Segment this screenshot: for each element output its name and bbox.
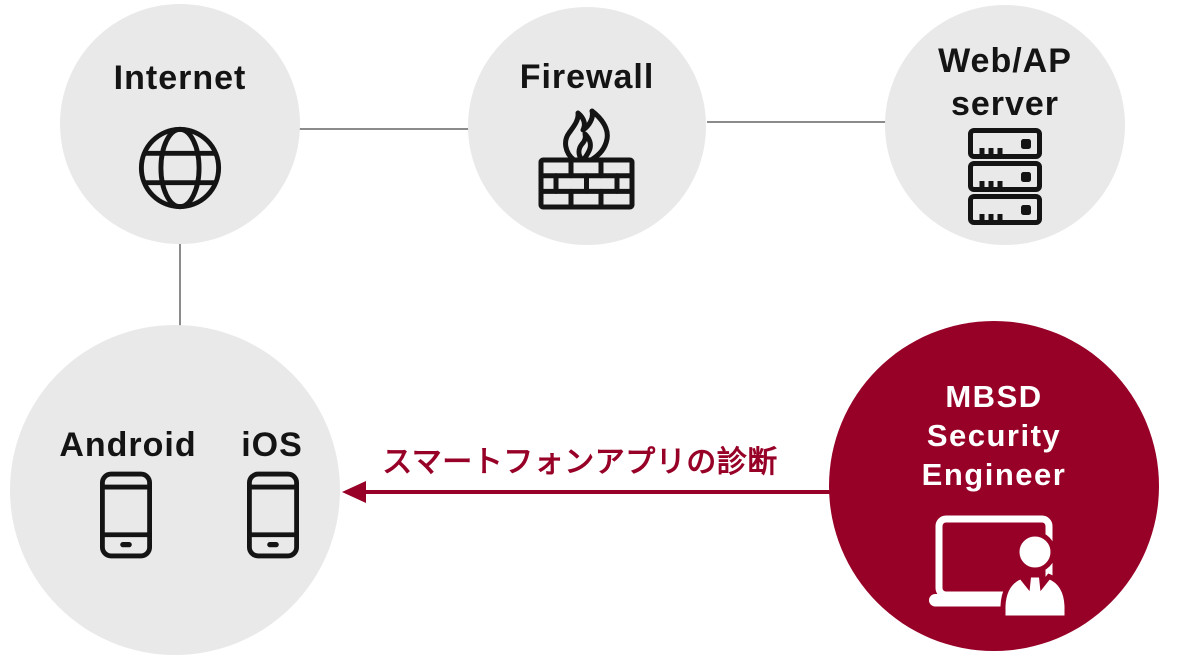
node-mobile-devices: Android iOS xyxy=(10,325,340,655)
node-firewall-label: Firewall xyxy=(519,58,655,96)
arrow-head-left-icon xyxy=(342,481,366,503)
node-mbsd-engineer: MBSD Security Engineer xyxy=(829,321,1159,651)
smartphone-icon xyxy=(100,471,152,559)
firewall-brick-flame-icon xyxy=(538,108,635,210)
node-internet: Internet xyxy=(60,4,300,244)
node-webap-label-line1: Web/AP xyxy=(938,42,1072,80)
node-android-label: Android xyxy=(59,426,197,464)
node-engineer-label: MBSD Security Engineer xyxy=(829,377,1159,494)
node-internet-label: Internet xyxy=(113,59,247,97)
server-rack-icon xyxy=(968,128,1042,225)
globe-icon xyxy=(136,124,224,212)
node-webap-server: Web/AP server xyxy=(885,5,1125,245)
node-webap-label: Web/AP server xyxy=(885,40,1125,126)
node-engineer-label-line1: MBSD xyxy=(945,379,1043,414)
node-firewall: Firewall xyxy=(468,7,706,245)
connector-internet-mobile xyxy=(179,243,181,326)
diagnosis-arrow-line xyxy=(346,490,830,494)
connector-firewall-webap xyxy=(707,121,887,123)
node-engineer-label-line2: Security xyxy=(926,418,1062,453)
engineer-laptop-icon xyxy=(925,513,1075,618)
connector-internet-firewall xyxy=(297,128,471,130)
node-webap-label-line2: server xyxy=(950,85,1060,123)
node-ios-label: iOS xyxy=(241,426,303,464)
smartphone-icon xyxy=(247,471,299,559)
node-engineer-label-line3: Engineer xyxy=(921,457,1067,492)
arrow-label: スマートフォンアプリの診断 xyxy=(382,446,778,479)
